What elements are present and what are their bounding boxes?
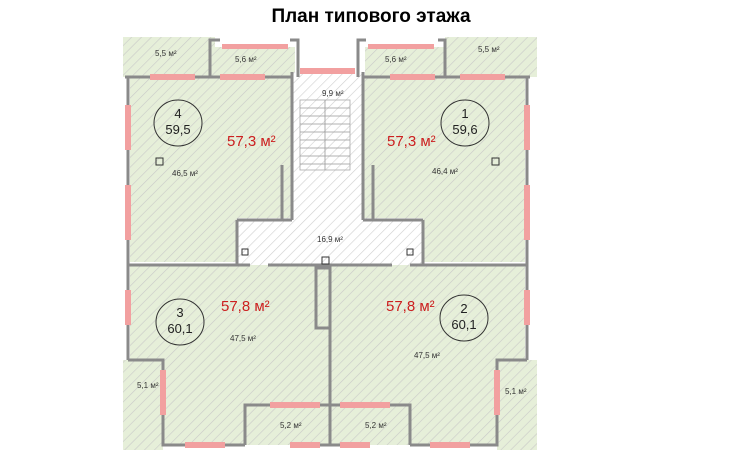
small-room-labels: 5,5 м² 5,6 м² 5,6 м² 5,5 м² 9,9 м² 16,9 … — [137, 45, 527, 430]
label-balcony-br: 5,1 м² — [505, 387, 527, 396]
loggia-tr — [365, 47, 445, 77]
balcony-tr — [445, 37, 537, 77]
balcony-tl — [123, 37, 215, 77]
apt-4-total: 59,5 — [165, 122, 190, 137]
loggia-br — [330, 405, 410, 443]
label-stair: 9,9 м² — [322, 89, 344, 98]
apt-1-living: 46,4 м² — [432, 167, 458, 176]
apt-4-big-label: 57,3 м² — [227, 133, 276, 150]
apartment-circles — [153, 99, 490, 346]
label-loggia-tl: 5,6 м² — [235, 55, 257, 64]
label-hall: 16,9 м² — [317, 235, 343, 244]
label-balcony-bl: 5,1 м² — [137, 381, 159, 390]
markers — [155, 157, 500, 265]
apt-1-total: 59,6 — [452, 122, 477, 137]
apt-1-number: 1 — [461, 106, 468, 121]
common-hall — [237, 218, 423, 265]
room-fills — [123, 37, 537, 450]
apt-2-big-label: 57,8 м² — [386, 298, 435, 315]
windows — [125, 44, 530, 448]
apt-3-total: 60,1 — [167, 321, 192, 336]
balcony-bl — [123, 360, 163, 450]
apt-1-big-label: 57,3 м² — [387, 133, 436, 150]
loggia-bl — [242, 405, 330, 443]
label-loggia-bl: 5,2 м² — [280, 421, 302, 430]
apt-2-living: 47,5 м² — [414, 351, 440, 360]
apt-4-number: 4 — [174, 106, 181, 121]
apt-3-number: 3 — [176, 305, 183, 320]
plan-title: План типового этажа — [271, 6, 471, 27]
apt-3-big-label: 57,8 м² — [221, 298, 270, 315]
label-balcony-tr: 5,5 м² — [478, 45, 500, 54]
apt-4-living: 46,5 м² — [172, 169, 198, 178]
label-loggia-br: 5,2 м² — [365, 421, 387, 430]
apt-2-number: 2 — [460, 301, 467, 316]
label-loggia-tr: 5,6 м² — [385, 55, 407, 64]
apt-3-living: 47,5 м² — [230, 334, 256, 343]
stair-treads — [300, 100, 350, 170]
apt-2-total: 60,1 — [451, 317, 476, 332]
label-balcony-tl: 5,5 м² — [155, 49, 177, 58]
loggia-tl — [215, 47, 295, 77]
balcony-br — [497, 360, 537, 450]
